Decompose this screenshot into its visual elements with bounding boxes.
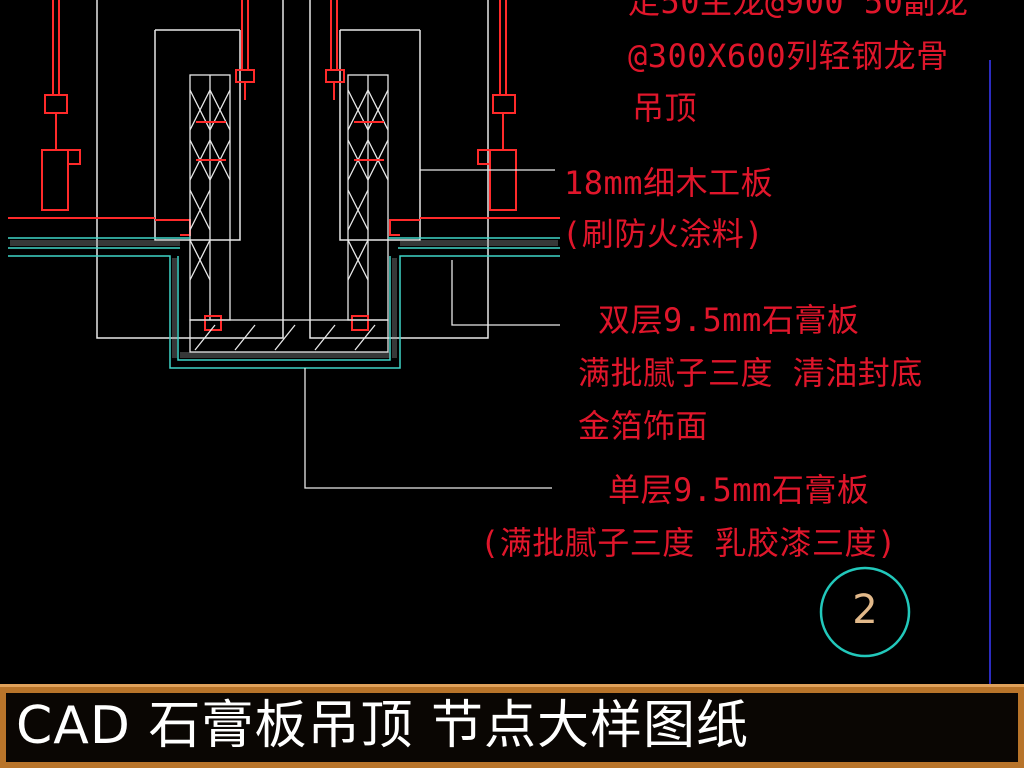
banner-title: CAD 石膏板吊顶 节点大样图纸 [16, 696, 749, 756]
detail-marker-circle [819, 566, 911, 658]
bottom-blockboard [189, 319, 389, 353]
column-red-marks [196, 121, 384, 331]
leader-lines [304, 169, 560, 489]
title-banner: CAD 石膏板吊顶 节点大样图纸 [0, 684, 1024, 768]
ceiling-hangers [8, 0, 560, 236]
note-ceiling-frame-line1: 走50主龙@900 50副龙 [628, 0, 969, 21]
outer-outline-boxes [96, 0, 489, 339]
title-banner-inner: CAD 石膏板吊顶 节点大样图纸 [6, 693, 1018, 762]
note-ceiling-frame-line3: 吊顶 [632, 89, 698, 127]
note-double-gypsum-line2: 满批腻子三度 清油封底 [578, 354, 923, 392]
detail-number: 2 [852, 587, 878, 633]
note-blockboard-line1: 18mm细木工板 [564, 164, 774, 202]
note-ceiling-frame-line2: @300X600列轻钢龙骨 [628, 37, 949, 75]
plaster-speckle [10, 240, 558, 358]
gypsum-board-layers [8, 237, 560, 369]
note-blockboard-line2: (刷防火涂料) [562, 215, 765, 253]
note-single-gypsum-line2: (满批腻子三度 乳胶漆三度) [480, 524, 897, 562]
note-double-gypsum-line1: 双层9.5mm石膏板 [598, 301, 860, 339]
note-single-gypsum-line1: 单层9.5mm石膏板 [608, 471, 870, 509]
note-double-gypsum-line3: 金箔饰面 [578, 407, 709, 445]
blockboard-columns [189, 74, 389, 321]
